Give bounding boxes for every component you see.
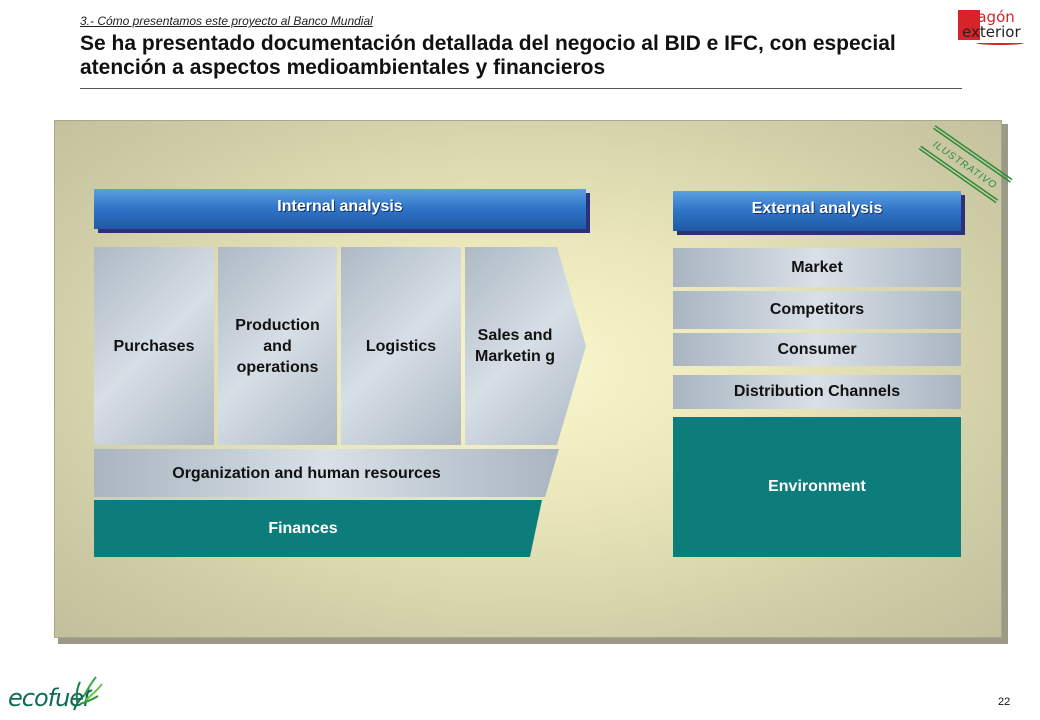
market-label: Market <box>791 258 843 276</box>
logo-line-1: aragón <box>962 8 1015 26</box>
production-block: Production and operations <box>218 247 337 445</box>
logistics-block: Logistics <box>341 247 461 445</box>
environment-label: Environment <box>768 478 866 495</box>
organization-label: Organization and human resources <box>172 464 441 482</box>
logo-line-2: exterior <box>962 23 1021 41</box>
competitors-item: Competitors <box>673 291 961 329</box>
leaf-icon <box>73 676 103 711</box>
sales-marketing-label: Sales and Marketin g <box>475 327 556 365</box>
organization-bar: Organization and human resources <box>94 449 559 497</box>
production-label: Production and operations <box>235 316 320 376</box>
external-analysis-label: External analysis <box>751 200 883 217</box>
logistics-label: Logistics <box>365 337 437 355</box>
page-title: Se ha presentado documentación detallada… <box>80 32 896 79</box>
purchases-label: Purchases <box>113 337 195 355</box>
consumer-label: Consumer <box>777 340 857 358</box>
title-divider <box>80 88 962 89</box>
distribution-channels-label: Distribution Channels <box>733 383 901 400</box>
environment-block: Environment <box>673 417 961 557</box>
sales-marketing-block: Sales and Marketin g <box>465 247 586 445</box>
aragon-exterior-logo: aragón exterior <box>958 6 1028 46</box>
competitors-label: Competitors <box>769 301 865 318</box>
internal-analysis-header: Internal analysis <box>94 189 586 229</box>
page-number: 22 <box>998 696 1011 708</box>
distribution-channels-item: Distribution Channels <box>673 375 961 409</box>
external-analysis-header: External analysis <box>673 191 961 231</box>
internal-analysis-label: Internal analysis <box>277 198 403 215</box>
logo-red-block <box>958 10 980 40</box>
market-item: Market <box>673 248 961 287</box>
finances-label: Finances <box>268 519 338 537</box>
purchases-block: Purchases <box>94 247 214 445</box>
section-subtitle: 3.- Cómo presentamos este proyecto al Ba… <box>80 14 373 28</box>
ecofuel-logo: ecofuel <box>6 672 103 716</box>
consumer-item: Consumer <box>673 333 961 366</box>
illustrative-stamp: ILUSTRATIVO <box>918 125 1013 204</box>
finances-bar: Finances <box>94 500 542 557</box>
logo-swoosh <box>976 41 1024 45</box>
